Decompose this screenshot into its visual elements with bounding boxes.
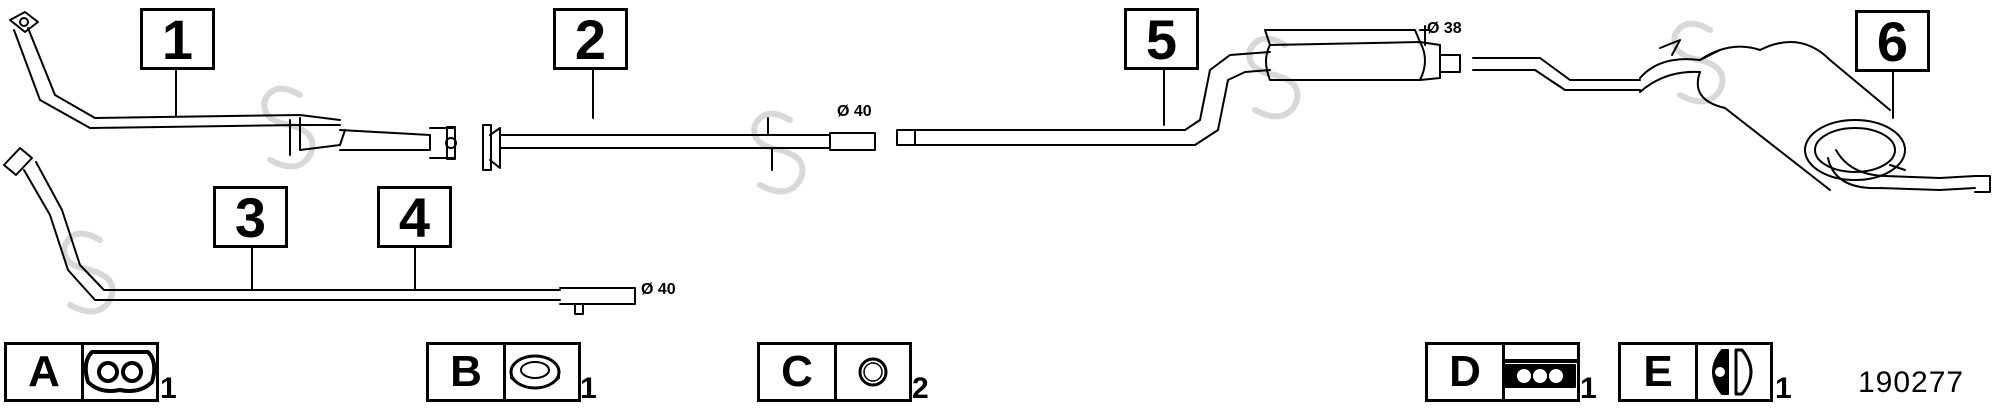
legend-letter: D <box>1449 347 1481 396</box>
legend-letter-box-c: C <box>757 342 837 402</box>
legend-icon-box-a <box>81 342 159 402</box>
legend-quantity: 1 <box>580 372 597 405</box>
o-ring-icon <box>858 357 888 387</box>
legend-letter: A <box>28 347 60 396</box>
part-5-center-muffler <box>896 25 1461 146</box>
part-1-front-pipe <box>9 11 457 160</box>
part-3-4-rear-pipe <box>3 147 636 315</box>
legend-quantity: 1 <box>1775 372 1792 405</box>
part-label-5: 5 <box>1124 8 1199 71</box>
diameter-label: Ø 40 <box>837 103 872 120</box>
part-label-1: 1 <box>140 8 215 71</box>
legend-icon-box-d <box>1502 342 1580 402</box>
legend-letter-box-d: D <box>1425 342 1505 402</box>
legend-quantity: 1 <box>1580 372 1597 405</box>
legend-letter-box-a: A <box>4 342 84 402</box>
legend-letter: E <box>1643 347 1673 396</box>
diameter-label: Ø 38 <box>1427 20 1462 37</box>
rubber-hanger-icon <box>1500 359 1580 388</box>
drawing-number: 190277 <box>1858 366 1965 399</box>
rubber-mount-icon <box>1712 348 1753 396</box>
legend-letter: C <box>781 347 813 396</box>
legend-letter: B <box>450 347 482 396</box>
part-label-6: 6 <box>1855 10 1930 73</box>
part-6-rear-muffler <box>1472 39 1991 193</box>
legend-quantity: 2 <box>912 372 929 405</box>
legend-letter-box-b: B <box>426 342 506 402</box>
legend-letter-box-e: E <box>1618 342 1698 402</box>
part-label-3: 3 <box>213 186 288 249</box>
part-label-2: 2 <box>553 8 628 71</box>
legend-icon-box-e <box>1695 342 1773 402</box>
legend-icon-box-c <box>834 342 912 402</box>
watermark <box>61 20 1726 315</box>
part-label-4: 4 <box>377 186 452 249</box>
legend-icon-box-b <box>503 342 581 402</box>
diameter-label: Ø 40 <box>641 281 676 298</box>
part-2-intermediate-pipe <box>482 67 876 171</box>
ring-gasket-icon <box>509 354 561 390</box>
legend-quantity: 1 <box>160 372 177 405</box>
gasket-two-hole-icon <box>83 350 157 393</box>
